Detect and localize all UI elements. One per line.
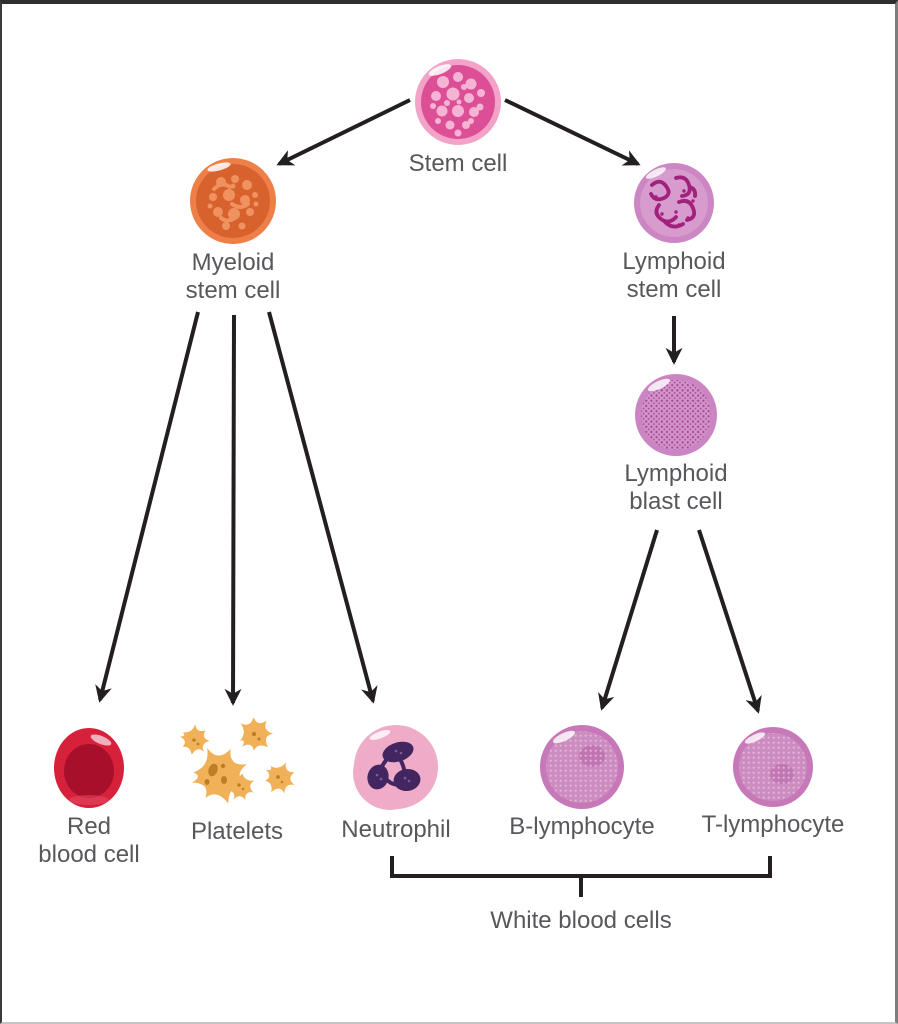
platelets-label: Platelets [190, 818, 284, 845]
lymphoid-stem-cell-label: Lymphoid stem cell [622, 248, 726, 303]
lymphoid-blast-cell-node: Lymphoid blast cell [586, 373, 766, 516]
myeloid-stem-cell-node: Myeloid stem cell [143, 156, 323, 305]
stem-cell-icon [415, 59, 501, 145]
red-blood-cell-label: Red blood cell [38, 813, 140, 868]
arrow-blast-to-b-lymphocyte [598, 529, 659, 711]
b-lymphocyte-node: B-lymphocyte [492, 724, 672, 841]
b-lymphocyte-icon [540, 725, 624, 809]
stem-cell-node: Stem cell [368, 57, 548, 178]
arrow-myeloid-to-platelets [224, 314, 242, 706]
myeloid-stem-cell-label: Myeloid stem cell [185, 249, 281, 304]
platelets-icon [175, 718, 302, 806]
white-blood-cells-bracket [390, 856, 772, 897]
t-lymphocyte-node: T-lymphocyte [683, 726, 863, 839]
platelets-node: Platelets [147, 718, 327, 846]
stem-cell-label: Stem cell [408, 150, 508, 177]
white-blood-cells-label: White blood cells [490, 907, 672, 934]
neutrophil-icon [353, 725, 438, 810]
b-lymphocyte-label: B-lymphocyte [509, 813, 655, 840]
myeloid-stem-cell-icon [190, 158, 276, 244]
arrow-myeloid-to-rbc [95, 311, 200, 703]
arrow-blast-to-t-lymphocyte [697, 529, 762, 714]
arrow-myeloid-to-neutrophil [267, 311, 378, 704]
neutrophil-label: Neutrophil [341, 816, 451, 843]
lymphoid-stem-cell-icon [634, 163, 714, 243]
red-blood-cell-icon [54, 728, 124, 808]
neutrophil-node: Neutrophil [306, 723, 486, 844]
t-lymphocyte-icon [733, 727, 813, 807]
lymphoid-blast-cell-icon [635, 374, 717, 456]
lymphoid-stem-cell-node: Lymphoid stem cell [584, 161, 764, 304]
t-lymphocyte-label: T-lymphocyte [701, 811, 845, 838]
lymphoid-blast-cell-label: Lymphoid blast cell [624, 460, 728, 515]
red-blood-cell-node: Red blood cell [2, 726, 179, 869]
